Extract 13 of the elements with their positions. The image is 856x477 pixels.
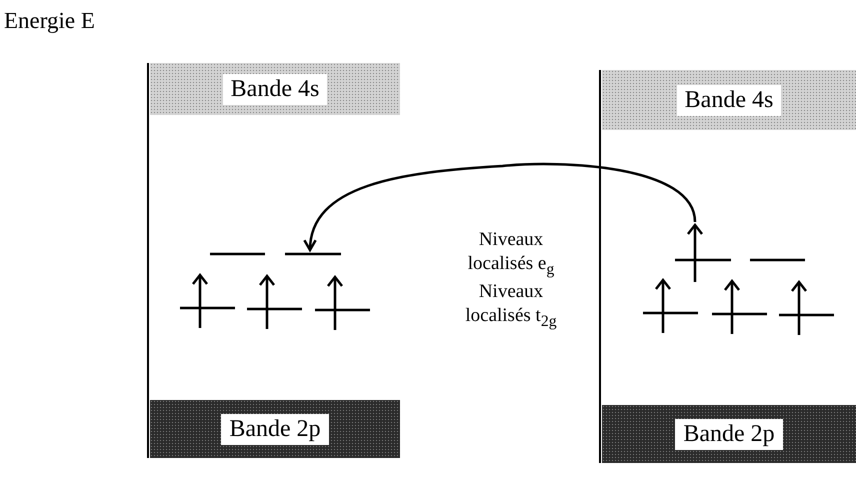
band-label: Bande 4s [222, 74, 328, 104]
level-label: Niveaux localisés e$_{g}$ [466, 228, 556, 280]
band-label: Bande 2p [221, 414, 329, 444]
band-label: Bande 4s [676, 84, 782, 116]
energy-band [150, 400, 400, 458]
arrow [304, 162, 696, 252]
energy-band [602, 405, 856, 463]
energy-level [285, 250, 341, 258]
energy-band [602, 70, 856, 130]
level-label: Niveaux localisés t$_{2g}$ [464, 280, 558, 332]
axis-label: Energie E [4, 8, 95, 34]
band-label: Bande 2p [675, 418, 783, 450]
energy-band [150, 63, 400, 115]
